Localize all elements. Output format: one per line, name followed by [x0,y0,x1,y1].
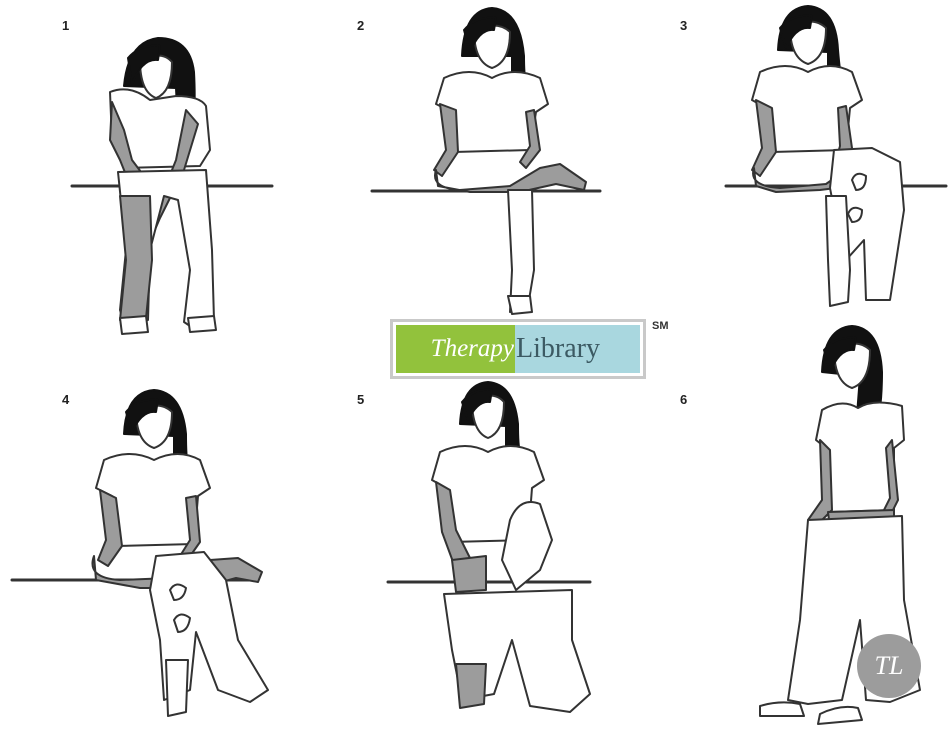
figure-step-2 [372,8,600,314]
logo-text-library: Library [515,325,640,373]
figure-step-4 [12,390,268,716]
figure-step-1 [72,38,272,334]
figure-step-5 [388,382,590,712]
tl-badge-icon: TL [857,634,921,698]
therapy-library-logo: Therapy Library [390,319,646,379]
logo-text-therapy: Therapy [396,325,515,373]
figure-step-3 [726,6,946,306]
service-mark: SM [652,320,669,332]
